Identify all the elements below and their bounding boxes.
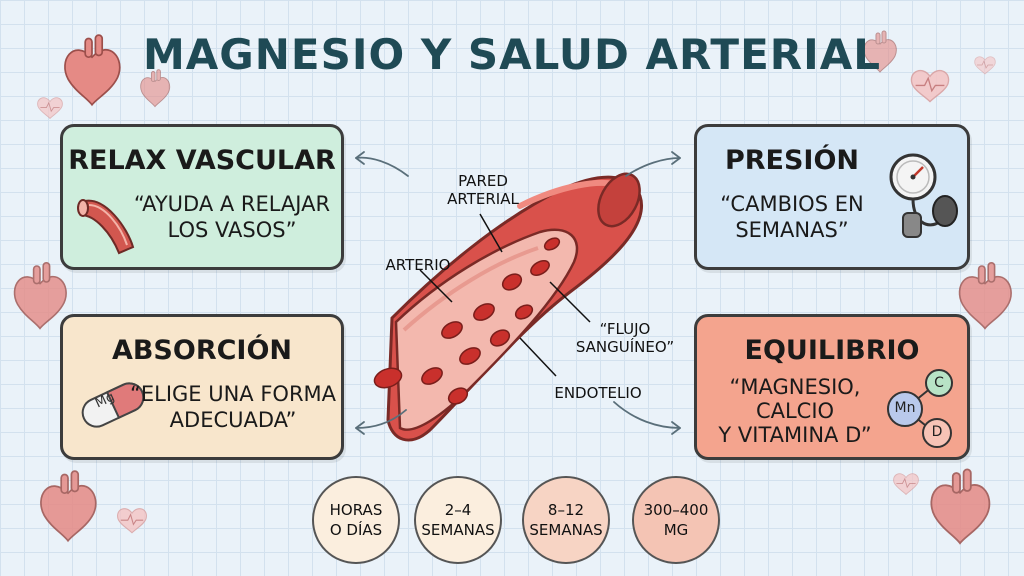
card-presion: PRESIÓN “CAMBIOS EN SEMANAS” bbox=[694, 124, 970, 270]
bubble-line: O DÍAS bbox=[329, 521, 383, 539]
card-text-line: Y VITAMINA D” bbox=[718, 423, 872, 447]
blood-vessel-icon bbox=[77, 199, 135, 255]
card-absorcion: ABSORCIÓN Mg “ELIGE UNA FORMA ADECUADA” bbox=[60, 314, 344, 460]
pulse-heart-icon bbox=[37, 97, 63, 119]
pulse-heart-icon bbox=[893, 473, 919, 495]
card-text-line: “AYUDA A RELAJAR bbox=[133, 192, 331, 216]
card-title: PRESIÓN bbox=[724, 145, 860, 176]
bubble-line: 8–12 bbox=[547, 501, 585, 519]
card-text-line: “CAMBIOS EN bbox=[720, 192, 864, 216]
blood-pressure-gauge-icon bbox=[889, 153, 958, 238]
heart-icon bbox=[40, 470, 97, 542]
label-line: PARED bbox=[458, 172, 508, 190]
card-text-line: “MAGNESIO, bbox=[729, 375, 861, 399]
molecule-atom-label: C bbox=[934, 375, 944, 391]
card-text-line: SEMANAS” bbox=[735, 218, 849, 242]
card-text-line: ADECUADA” bbox=[169, 408, 297, 432]
molecule-icon bbox=[887, 369, 953, 448]
bubble-line: 2–4 bbox=[444, 501, 472, 519]
label-flujo-sanguineo: “FLUJO SANGUÍNEO” bbox=[570, 320, 680, 356]
card-text-line: CALCIO bbox=[755, 399, 835, 423]
molecule-atom-label: Mn bbox=[894, 400, 916, 416]
page-title: MAGNESIO Y SALUD ARTERIAL bbox=[143, 30, 881, 79]
bubble-line: HORAS bbox=[329, 501, 383, 519]
bubble-line: SEMANAS bbox=[529, 521, 603, 539]
label-pared-arterial: PARED ARTERIAL bbox=[438, 172, 528, 208]
card-text-line: LOS VASOS” bbox=[167, 218, 297, 242]
heart-icon bbox=[930, 468, 991, 545]
timeline-bubble: HORAS O DÍAS bbox=[312, 476, 400, 564]
card-text-line: “ELIGE UNA FORMA bbox=[129, 382, 337, 406]
label-line: SANGUÍNEO” bbox=[575, 338, 675, 356]
label-line: “FLUJO bbox=[599, 320, 651, 338]
card-relax-vascular: RELAX VASCULAR “AYUDA A RELAJAR LOS VASO… bbox=[60, 124, 344, 270]
molecule-atom-label: D bbox=[931, 424, 943, 440]
heart-icon bbox=[13, 261, 67, 330]
label-line: ARTERIAL bbox=[447, 190, 519, 208]
pulse-heart-icon bbox=[117, 508, 147, 534]
card-title: ABSORCIÓN bbox=[111, 335, 293, 366]
card-equilibrio: EQUILIBRIO “MAGNESIO, CALCIO Y VITAMINA … bbox=[694, 314, 970, 460]
heart-icon bbox=[958, 261, 1012, 330]
card-title: EQUILIBRIO bbox=[744, 335, 920, 366]
magnesium-pill-icon bbox=[81, 382, 145, 428]
label-endotelio: ENDOTELIO bbox=[554, 384, 642, 402]
label-arterio: ARTERIO bbox=[385, 256, 451, 274]
bubble-line: SEMANAS bbox=[421, 521, 495, 539]
bubble-line: 300–400 bbox=[643, 501, 709, 519]
bubble-line: MG bbox=[663, 521, 689, 539]
card-title: RELAX VASCULAR bbox=[68, 145, 336, 176]
